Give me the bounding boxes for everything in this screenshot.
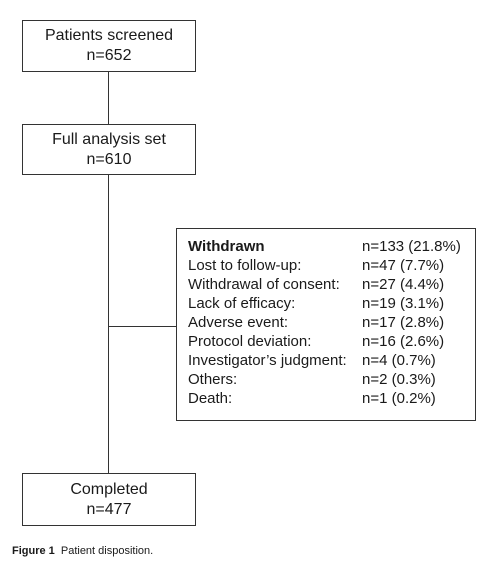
- withdrawal-reason-value: n=16 (2.6%): [362, 333, 445, 350]
- patients-screened-label: Patients screened: [44, 27, 174, 44]
- withdrawal-reason-value: n=2 (0.3%): [362, 371, 436, 388]
- withdrawal-reason-row: Death: n=1 (0.2%): [188, 389, 475, 408]
- connector-to-withdrawn: [108, 326, 176, 327]
- withdrawal-reason-row: Investigator’s judgment: n=4 (0.7%): [188, 351, 475, 370]
- withdrawal-reason-row: Adverse event: n=17 (2.8%): [188, 313, 475, 332]
- withdrawal-reason-value: n=19 (3.1%): [362, 295, 445, 312]
- figure-label: Figure 1: [12, 545, 55, 557]
- withdrawal-reason-label: Investigator’s judgment:: [188, 352, 347, 369]
- patients-screened-count: n=652: [86, 47, 132, 64]
- figure-caption-text: Patient disposition.: [60, 545, 154, 557]
- figure-caption: Figure 1 Patient disposition.: [12, 544, 153, 558]
- connector-full-to-completed: [108, 175, 109, 473]
- withdrawal-reason-value: n=1 (0.2%): [362, 390, 436, 407]
- withdrawal-reason-value: n=4 (0.7%): [362, 352, 436, 369]
- withdrawn-title: Withdrawn: [188, 238, 265, 255]
- withdrawal-reason-label: Others:: [188, 371, 238, 388]
- withdrawal-reason-label: Withdrawal of consent:: [188, 276, 340, 293]
- withdrawal-reason-label: Death:: [188, 390, 233, 407]
- completed-count: n=477: [86, 501, 132, 518]
- withdrawal-reason-value: n=47 (7.7%): [362, 257, 445, 274]
- withdrawn-total: n=133 (21.8%): [362, 238, 461, 255]
- withdrawal-reason-row: Lack of efficacy: n=19 (3.1%): [188, 294, 475, 313]
- withdrawn-header-row: Withdrawn n=133 (21.8%): [188, 237, 475, 256]
- withdrawal-reason-row: Protocol deviation: n=16 (2.6%): [188, 332, 475, 351]
- withdrawal-reason-label: Protocol deviation:: [188, 333, 312, 350]
- withdrawal-reason-label: Adverse event:: [188, 314, 289, 331]
- patients-screened-box: Patients screened n=652: [22, 20, 196, 72]
- withdrawn-box: Withdrawn n=133 (21.8%) Lost to follow-u…: [176, 228, 476, 421]
- withdrawal-reason-label: Lack of efficacy:: [188, 295, 296, 312]
- withdrawal-reason-row: Withdrawal of consent: n=27 (4.4%): [188, 275, 475, 294]
- full-analysis-set-count: n=610: [86, 151, 132, 168]
- withdrawal-reason-label: Lost to follow-up:: [188, 257, 302, 274]
- completed-label: Completed: [70, 481, 148, 498]
- withdrawal-reason-value: n=27 (4.4%): [362, 276, 445, 293]
- withdrawal-reason-row: Lost to follow-up: n=47 (7.7%): [188, 256, 475, 275]
- full-analysis-set-box: Full analysis set n=610: [22, 124, 196, 175]
- connector-screened-to-full: [108, 72, 109, 124]
- withdrawal-reason-row: Others: n=2 (0.3%): [188, 370, 475, 389]
- withdrawal-reason-value: n=17 (2.8%): [362, 314, 445, 331]
- completed-box: Completed n=477: [22, 473, 196, 526]
- full-analysis-set-label: Full analysis set: [52, 131, 166, 148]
